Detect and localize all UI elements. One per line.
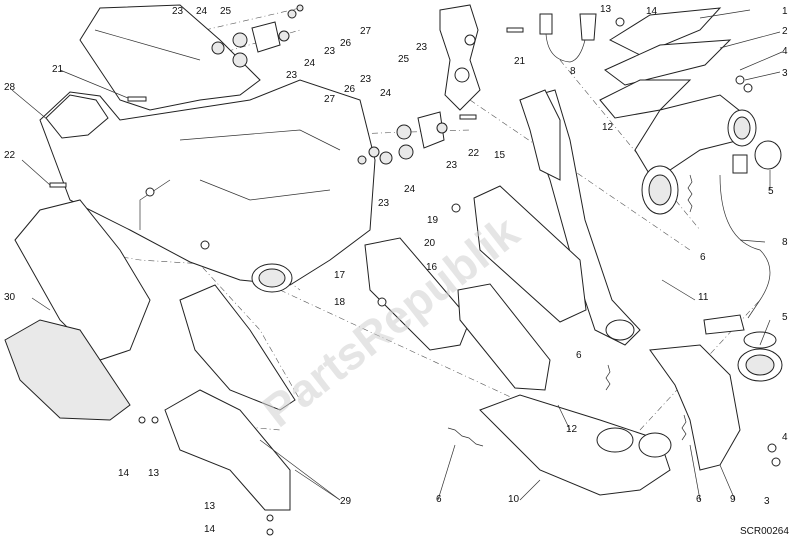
- callout-27: 27: [360, 26, 372, 37]
- callout-5b: 5: [782, 312, 788, 323]
- drawing-code: SCR00264: [740, 526, 789, 537]
- lower-header: [479, 331, 783, 496]
- callout-20: 20: [424, 238, 436, 249]
- callout-13c: 13: [204, 501, 216, 512]
- callout-24b: 24: [304, 58, 316, 69]
- callout-2: 2: [782, 26, 788, 37]
- callout-14b: 14: [118, 468, 130, 479]
- callout-labels: 1 2 3 3 4 4 5 5 6 6 6 6 8 8 9 10 11 12 1…: [4, 4, 788, 535]
- callout-22: 22: [4, 150, 16, 161]
- callout-13: 13: [600, 4, 612, 15]
- callout-16: 16: [426, 262, 438, 273]
- callout-6: 6: [700, 252, 706, 263]
- callout-12: 12: [602, 122, 614, 133]
- callout-6d: 6: [696, 494, 702, 505]
- heat-shields-right: [599, 7, 732, 119]
- callout-26b: 26: [344, 84, 356, 95]
- lower-covers: [4, 199, 296, 511]
- callout-23b: 23: [324, 46, 336, 57]
- center-pipe: [519, 89, 641, 346]
- silencer-box: [39, 79, 376, 293]
- callout-14c: 14: [204, 524, 216, 535]
- callout-28: 28: [4, 82, 16, 93]
- callout-6c: 6: [436, 494, 442, 505]
- callout-6b: 6: [576, 350, 582, 361]
- callout-8: 8: [570, 66, 576, 77]
- callout-5: 5: [768, 186, 774, 197]
- callout-25: 25: [220, 6, 232, 17]
- callout-4b: 4: [782, 432, 788, 443]
- callout-23: 23: [172, 6, 184, 17]
- callout-23f: 23: [378, 198, 390, 209]
- callout-4: 4: [782, 46, 788, 57]
- header-upper: [634, 94, 782, 215]
- callout-14: 14: [646, 6, 658, 17]
- callout-23e: 23: [360, 74, 372, 85]
- fasteners: [49, 17, 781, 536]
- lambda-sensor-right: [703, 174, 771, 335]
- callout-12b: 12: [566, 424, 578, 435]
- callout-8b: 8: [782, 237, 788, 248]
- callout-15: 15: [494, 150, 506, 161]
- callout-30: 30: [4, 292, 16, 303]
- small-shields: [364, 185, 587, 391]
- grommet-stack-middle: [357, 111, 448, 165]
- grommet-stack-top: [211, 4, 304, 68]
- callout-21: 21: [52, 64, 64, 75]
- callout-21b: 21: [514, 56, 526, 67]
- callout-29: 29: [340, 496, 352, 507]
- callout-9: 9: [730, 494, 736, 505]
- callout-27b: 27: [324, 94, 336, 105]
- callout-23d: 23: [416, 42, 428, 53]
- callout-23c: 23: [286, 70, 298, 81]
- callout-18: 18: [334, 297, 346, 308]
- callout-26: 26: [340, 38, 352, 49]
- callout-25b: 25: [398, 54, 410, 65]
- callout-3b: 3: [764, 496, 770, 507]
- callout-24c: 24: [380, 88, 392, 99]
- callout-23g: 23: [446, 160, 458, 171]
- callout-17: 17: [334, 270, 346, 281]
- lambda-sensor-top: [539, 13, 597, 63]
- callout-22b: 22: [468, 148, 480, 159]
- springs: [447, 174, 693, 447]
- rear-bracket: [439, 4, 481, 111]
- upper-shield: [79, 4, 261, 111]
- callout-1: 1: [782, 6, 788, 17]
- callout-13b: 13: [148, 468, 160, 479]
- callout-24d: 24: [404, 184, 416, 195]
- callout-3: 3: [782, 68, 788, 79]
- callout-11: 11: [698, 292, 709, 303]
- callout-19: 19: [427, 215, 439, 226]
- callout-24: 24: [196, 6, 208, 17]
- callout-10: 10: [508, 494, 520, 505]
- leader-lines: [11, 9, 783, 501]
